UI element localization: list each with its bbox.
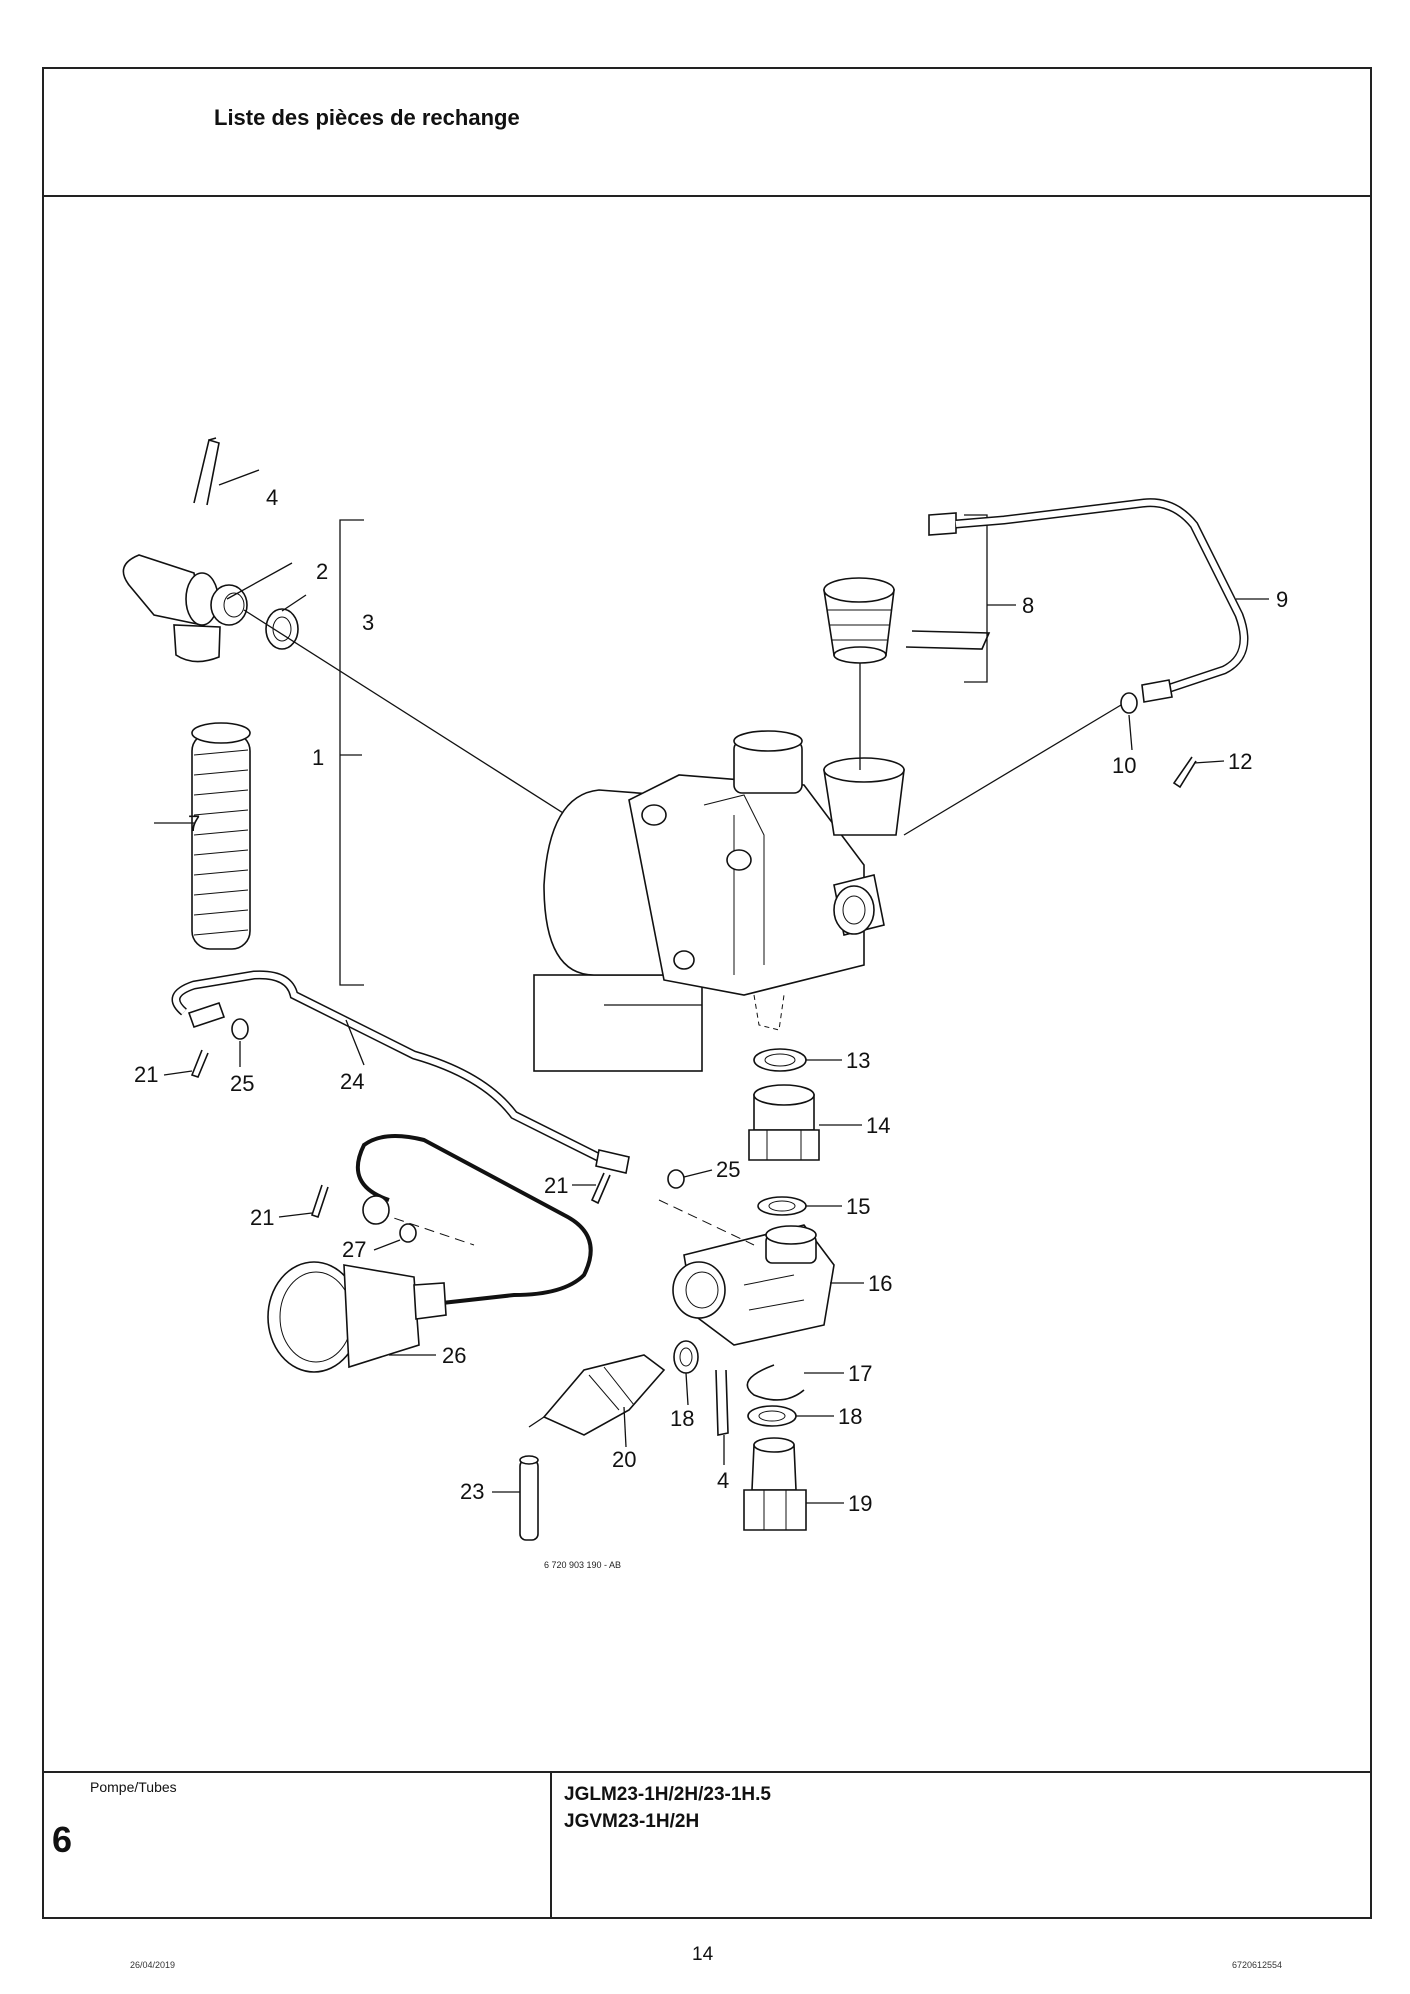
callout-23: 23 [460,1479,484,1504]
valve-body-16 [672,1224,835,1346]
callout-14: 14 [866,1113,890,1138]
air-vent-8 [823,577,895,664]
clip-4-top [193,437,220,506]
model-line-1: JGLM23-1H/2H/23-1H.5 [564,1784,771,1805]
header-box: Liste des pièces de rechange [44,69,1370,197]
callout-18-right: 18 [838,1404,862,1429]
callout-3: 3 [362,610,374,635]
callout-2: 2 [316,559,328,584]
callout-20: 20 [612,1447,636,1472]
bracket-8 [964,514,988,683]
callout-9: 9 [1276,587,1288,612]
clip-21-middle [590,1172,611,1205]
filter-strainer-7 [191,722,251,950]
washer-25-middle [667,1169,685,1189]
circlip-17 [746,1364,805,1401]
section-number: 6 [52,1819,73,1860]
callout-19: 19 [848,1491,872,1516]
callout-18-left: 18 [670,1406,694,1431]
bracket-1 [339,519,364,986]
callout-10: 10 [1112,753,1136,778]
footer-box: Pompe/Tubes 6 JGLM23-1H/2H/23-1H.5 JGVM2… [44,1771,1370,1917]
model-line-2: JGVM23-1H/2H [564,1811,700,1832]
washer-25-left [231,1018,249,1040]
cap-27 [362,1195,390,1225]
document-code: 6720612554 [1232,1960,1283,1970]
seal-13 [753,1048,807,1072]
union-nut-14 [748,1084,820,1161]
clip-8 [905,630,991,650]
clip-12 [1172,756,1197,789]
footer-section-cell: Pompe/Tubes 6 [44,1773,552,1917]
callout-26: 26 [442,1343,466,1368]
exploded-diagram: 1 2 3 4 7 8 9 10 12 13 14 15 16 17 18 19… [44,195,1370,1775]
clip-4-lower [715,1369,729,1436]
elbow-fitting-2 [122,554,248,663]
callout-8: 8 [1022,593,1034,618]
seal-18-right [747,1405,797,1427]
sensor-20 [528,1354,666,1436]
o-ring-18-left [673,1340,699,1374]
callout-21-lower: 21 [250,1205,274,1230]
callout-16: 16 [868,1271,892,1296]
callout-24: 24 [340,1069,364,1094]
page-number: 14 [692,1944,714,1965]
page-frame: Liste des pièces de rechange [42,67,1372,1919]
callout-21-middle: 21 [544,1173,568,1198]
callout-13: 13 [846,1048,870,1073]
footer-date: 26/04/2019 [130,1960,176,1970]
callout-25-middle: 25 [716,1157,740,1182]
fitting-19 [743,1437,807,1531]
callout-27: 27 [342,1237,366,1262]
figure-reference: 6 720 903 190 - AB [544,1560,621,1570]
washer-10 [1120,692,1138,714]
pipe-24 [171,970,630,1174]
callout-17: 17 [848,1361,872,1386]
model-list: JGLM23-1H/2H/23-1H.5 JGVM23-1H/2H [564,1781,771,1835]
pump-body-1 [533,730,905,1072]
callout-4-lower: 4 [717,1468,729,1493]
page-title: Liste des pièces de rechange [214,105,520,130]
pipe-9 [928,498,1249,703]
diagram-svg: 1 2 3 4 7 8 9 10 12 13 14 15 16 17 18 19… [122,437,1288,1570]
tube-23 [519,1455,539,1541]
clip-21-lower [310,1184,329,1219]
callout-21-left: 21 [134,1062,158,1087]
callout-25-left: 25 [230,1071,254,1096]
callout-4-top: 4 [266,485,278,510]
o-ring-3 [265,608,299,650]
clip-21-left [190,1049,209,1078]
callout-7: 7 [188,811,200,836]
seal-15 [757,1196,807,1216]
callout-1: 1 [312,745,324,770]
gauge-26 [267,1134,593,1373]
o-ring-27 [399,1223,417,1243]
section-name: Pompe/Tubes [90,1779,177,1795]
callout-12: 12 [1228,749,1252,774]
callout-15: 15 [846,1194,870,1219]
